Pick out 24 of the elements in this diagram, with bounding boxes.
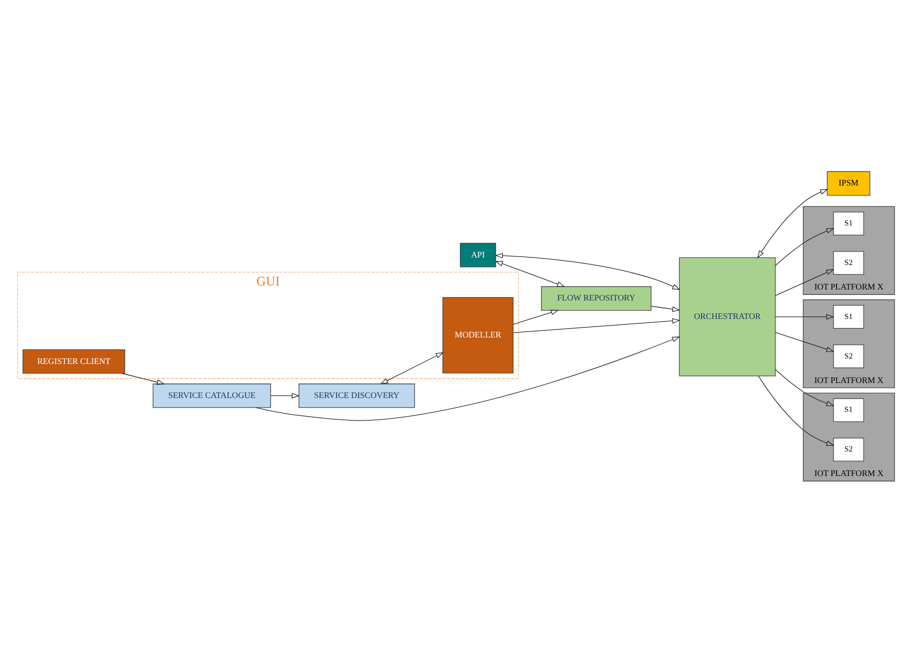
arrow xyxy=(774,332,834,352)
arrow xyxy=(254,336,680,421)
arrow xyxy=(774,228,834,266)
node-box: REGISTER CLIENT xyxy=(22,349,125,374)
arrow xyxy=(121,373,164,385)
arrow xyxy=(494,260,564,287)
arrow xyxy=(756,189,828,258)
arrow xyxy=(512,318,680,333)
node-box: FLOW REPOSITORY xyxy=(540,286,651,311)
node-box: SERVICE DISCOVERY xyxy=(298,384,414,408)
node-box: API xyxy=(459,242,496,268)
node-box: MODELLER xyxy=(442,297,513,374)
arrow xyxy=(380,352,444,384)
arrow xyxy=(758,376,834,446)
arrow xyxy=(774,314,834,320)
arrow xyxy=(494,252,680,290)
arrow xyxy=(512,310,558,325)
arrow xyxy=(774,369,834,406)
arrow xyxy=(774,269,834,296)
node-box: ORCHESTRATOR xyxy=(678,257,776,376)
node-box: IPSM xyxy=(826,171,870,196)
node-box: SERVICE CATALOGUE xyxy=(152,384,270,408)
arrow xyxy=(270,392,300,398)
arrow xyxy=(650,306,680,312)
